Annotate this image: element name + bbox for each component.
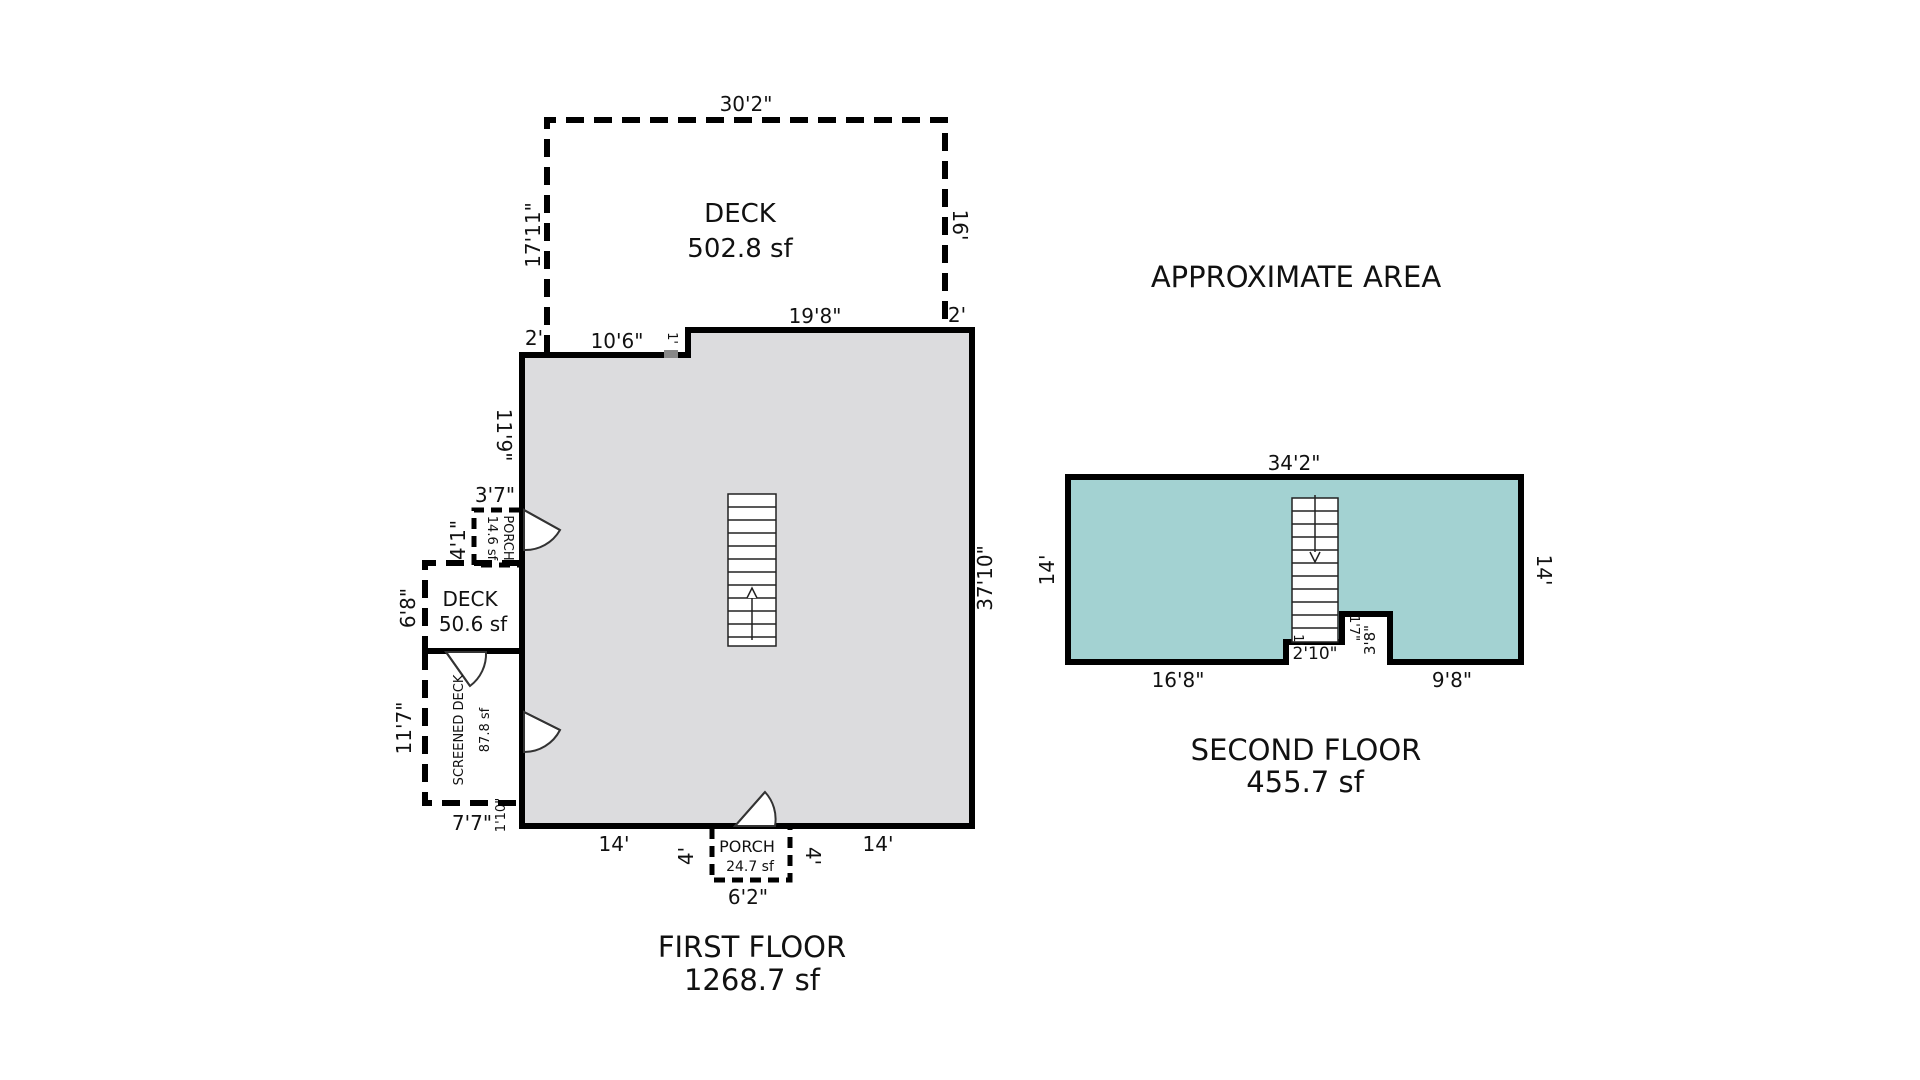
first-floor-right-dim: 37'10"	[973, 545, 997, 611]
first-floor-top-left-dim: 10'6"	[591, 329, 644, 353]
porch-front-area: 24.7 sf	[726, 859, 775, 875]
screened-deck-outline	[422, 652, 520, 806]
screened-deck-label: SCREENED DECK	[452, 674, 467, 785]
deck-side-left-dim: 6'8"	[396, 588, 420, 628]
porch-side-left-dim: 4'1"	[446, 520, 470, 560]
first-floor-bottom-left-dim: 14'	[599, 832, 630, 856]
porch-front-bottom-dim: 6'2"	[728, 885, 768, 909]
second-floor-bottom-left-dim: 16'8"	[1152, 668, 1205, 692]
first-floor-stair	[727, 493, 777, 647]
door-screened-deck-entry	[444, 651, 488, 688]
porch-front-label: PORCH	[719, 837, 775, 856]
second-floor-title: SECOND FLOOR	[1191, 733, 1422, 767]
first-floor-top-right-dim: 19'8"	[789, 304, 842, 328]
second-floor-notch-height-dim: 3'8"	[1361, 625, 1379, 655]
screened-deck-bottom-dim: 7'7"	[452, 811, 492, 835]
porch-front-right-dim: 4'	[801, 847, 825, 865]
screened-deck-area: 87.8 sf	[478, 707, 493, 752]
wall-notch-marker	[664, 350, 678, 358]
porch-front-left-dim: 4'	[674, 847, 698, 865]
approximate-area-title: APPROXIMATE AREA	[1151, 260, 1442, 294]
door-side-porch	[523, 508, 562, 552]
deck-main-area: 502.8 sf	[687, 234, 793, 264]
second-floor-left-dim: 14'	[1035, 555, 1059, 586]
deck-side-area: 50.6 sf	[439, 612, 508, 636]
second-floor-area: 455.7 sf	[1246, 765, 1364, 799]
first-floor-bottom-left-small-dim: 1'10"	[494, 798, 509, 832]
first-floor-bottom-right-dim: 14'	[863, 832, 894, 856]
deck-main-outline	[544, 117, 948, 353]
porch-side-top-dim: 3'7"	[475, 483, 515, 507]
porch-side-area: 14.6 sf	[484, 516, 499, 561]
first-floor-title: FIRST FLOOR	[658, 930, 846, 964]
door-front-porch	[732, 790, 777, 827]
second-floor-walls	[1065, 474, 1524, 665]
second-floor-bottom-right-dim: 9'8"	[1432, 668, 1472, 692]
deck-side-label: DECK	[442, 587, 498, 611]
second-floor-stair	[1291, 495, 1339, 643]
second-floor-right-dim: 14'	[1532, 555, 1556, 586]
deck-main-right-dim: 16'	[948, 210, 972, 241]
first-floor-left-upper-dim: 11'9"	[492, 409, 516, 462]
deck-side-outline	[422, 560, 520, 651]
porch-front-outline	[709, 828, 793, 883]
second-floor-small-dim: 1'	[1290, 634, 1305, 646]
screened-deck-left-dim: 11'7"	[392, 702, 416, 755]
deck-main-left-offset-dim: 2'	[525, 326, 543, 350]
second-floor-top-dim: 34'2"	[1268, 451, 1321, 475]
deck-main-right-offset-dim: 2'	[948, 303, 966, 327]
first-floor-notch-dim: 1'	[664, 332, 679, 344]
deck-main-label: DECK	[704, 199, 777, 229]
door-screened-deck	[523, 710, 562, 754]
first-floor-area: 1268.7 sf	[684, 963, 821, 997]
first-floor-walls	[519, 327, 975, 829]
second-floor-notch-width-dim: 2'10"	[1293, 644, 1338, 664]
porch-side-label: PORCH	[500, 515, 515, 560]
second-floor-step-dim: 1'7"	[1346, 615, 1361, 641]
deck-main-left-dim: 17'11"	[521, 202, 545, 268]
porch-side-outline	[471, 507, 520, 568]
deck-main-top-dim: 30'2"	[720, 92, 773, 116]
